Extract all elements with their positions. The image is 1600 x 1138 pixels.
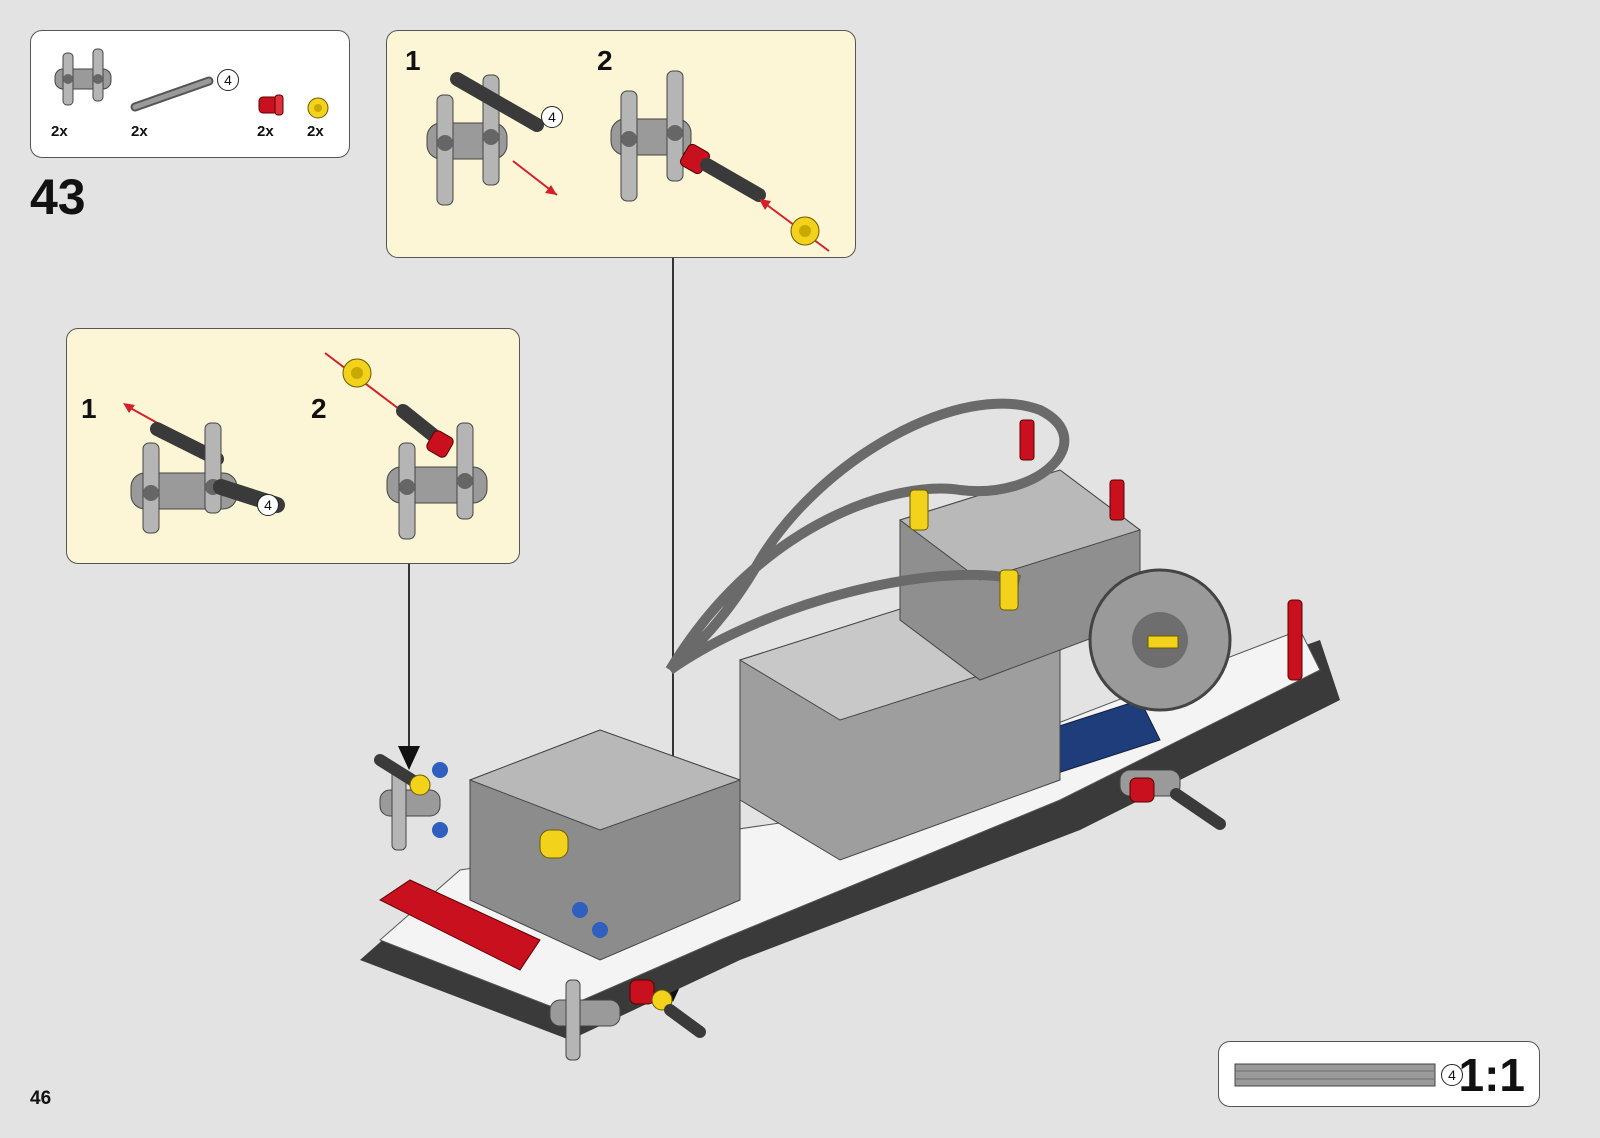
step-number: 43	[30, 168, 86, 226]
connector-icon	[49, 45, 119, 115]
axle-length-badge: 4	[541, 106, 563, 128]
connector-axle-icon	[417, 65, 567, 215]
axle-4-icon	[129, 73, 219, 113]
connector-axle-icon	[117, 389, 287, 539]
part-qty-red-bush: 2x	[257, 123, 274, 140]
chassis-model-illustration	[340, 400, 1380, 1080]
connector-bush-icon	[607, 65, 847, 245]
axle-length-badge: 4	[217, 69, 239, 91]
part-qty-axle: 2x	[131, 123, 148, 140]
red-bush-icon	[255, 91, 287, 119]
part-qty-connector: 2x	[51, 123, 68, 140]
part-qty-yellow-bush: 2x	[307, 123, 324, 140]
sub-assembly-top: 1 4 2	[386, 30, 856, 258]
page-number: 46	[30, 1088, 51, 1110]
axle-length-badge: 4	[257, 494, 279, 516]
scale-box: 4 1:1	[1218, 1041, 1540, 1107]
axle-scale-icon	[1235, 1062, 1435, 1088]
parts-list-box: 2x 4 2x 2x 2x	[30, 30, 350, 158]
sub-step-label: 1	[81, 393, 97, 425]
yellow-bush-icon	[305, 95, 331, 121]
scale-label: 1:1	[1459, 1048, 1525, 1102]
